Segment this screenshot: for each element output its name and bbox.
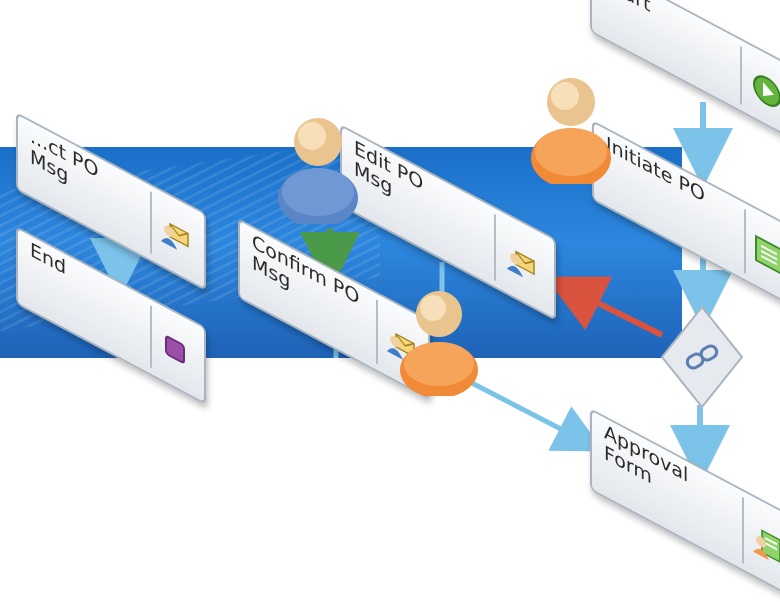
message-icon <box>387 332 415 360</box>
node-edit-po-msg[interactable]: Edit PO Msg <box>340 124 556 321</box>
message-icon <box>161 222 189 250</box>
arrow-person-to-approval <box>468 379 605 452</box>
message-icon <box>507 250 535 278</box>
card-separator <box>744 208 746 274</box>
user-icon-orange <box>400 291 478 396</box>
workflow-diagram: Start Initiate PO ...ct PO Msg End <box>0 0 780 584</box>
decision-node[interactable] <box>660 305 744 409</box>
node-start[interactable]: Start <box>590 0 780 139</box>
form-icon <box>755 234 780 276</box>
link-icon <box>685 344 719 370</box>
card-separator <box>150 191 152 255</box>
card-separator <box>376 299 378 365</box>
node-initiate-po[interactable]: Initiate PO <box>592 120 780 312</box>
stop-icon <box>165 335 185 364</box>
form-icon <box>753 529 780 564</box>
card-separator <box>494 213 496 281</box>
node-end[interactable]: End <box>16 226 206 406</box>
node-approval-form[interactable]: Approval Form <box>590 408 780 602</box>
node-confirm-po-msg[interactable]: Confirm PO Msg <box>238 218 430 401</box>
card-separator <box>150 305 152 369</box>
user-icon-orange <box>531 78 611 184</box>
card-separator <box>740 45 742 105</box>
node-reject-po-msg[interactable]: ...ct PO Msg <box>16 112 206 292</box>
user-icon-blue <box>278 118 358 224</box>
play-icon <box>753 75 780 107</box>
card-separator <box>742 496 744 564</box>
node-label: Start <box>604 0 650 17</box>
arrow-decision-to-edit <box>545 276 664 338</box>
